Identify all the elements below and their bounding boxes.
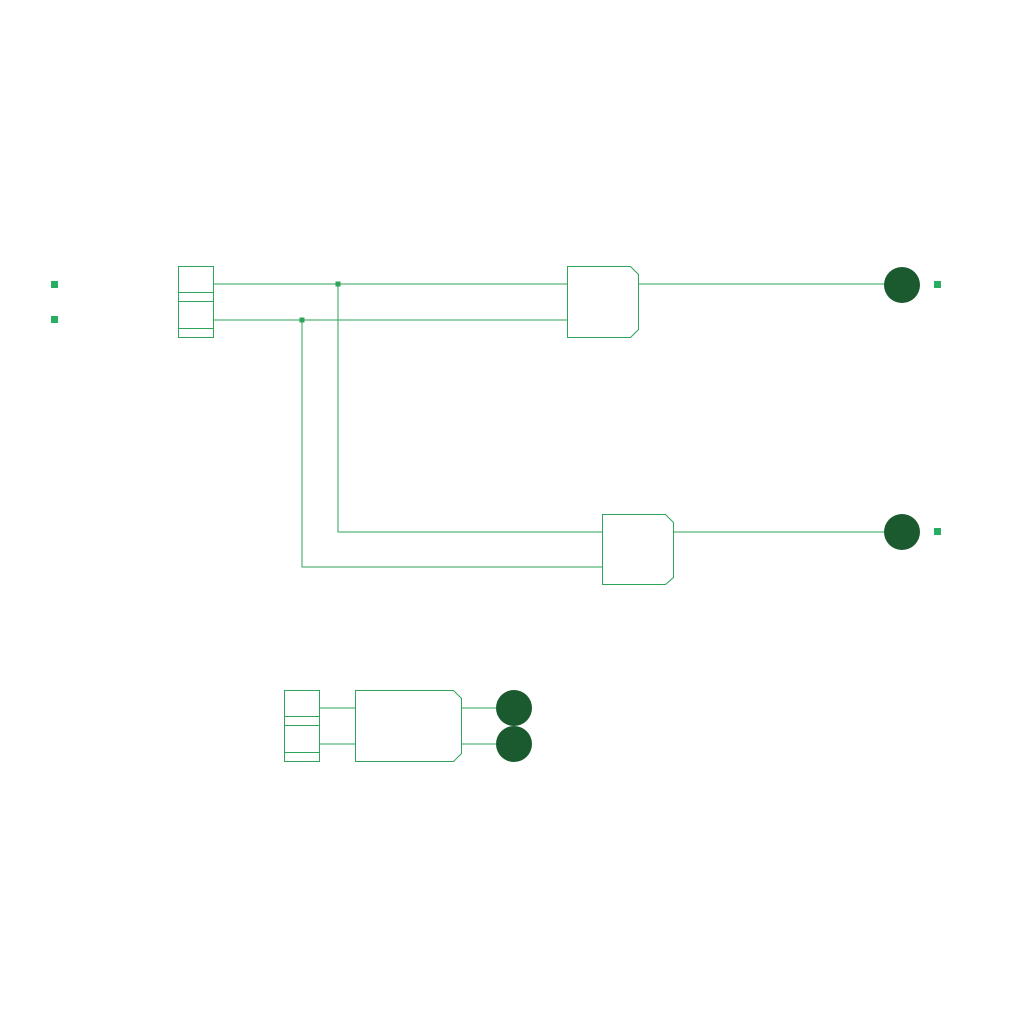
legend-gate[interactable] <box>355 690 462 762</box>
wire-a-branch-to-gate-bottom <box>337 284 602 533</box>
junction-dot-a <box>335 281 341 287</box>
wire-b-branch-to-gate-bottom <box>301 320 602 568</box>
input-pin-a[interactable] <box>51 281 58 288</box>
gate-bottom[interactable] <box>602 514 674 585</box>
output-pin-top[interactable] <box>934 281 941 288</box>
legend-led-top[interactable] <box>496 690 532 726</box>
input-pin-b[interactable] <box>51 316 58 323</box>
legend-led-bottom[interactable] <box>496 726 532 762</box>
junction-dot-b <box>299 317 305 323</box>
gate-top[interactable] <box>567 266 639 338</box>
output-led-top[interactable] <box>884 267 920 303</box>
legend-group <box>284 690 532 762</box>
legend-input-block[interactable] <box>284 690 320 762</box>
output-pin-bottom[interactable] <box>934 528 941 535</box>
main-input-block[interactable] <box>178 266 214 338</box>
output-led-bottom[interactable] <box>884 514 920 550</box>
